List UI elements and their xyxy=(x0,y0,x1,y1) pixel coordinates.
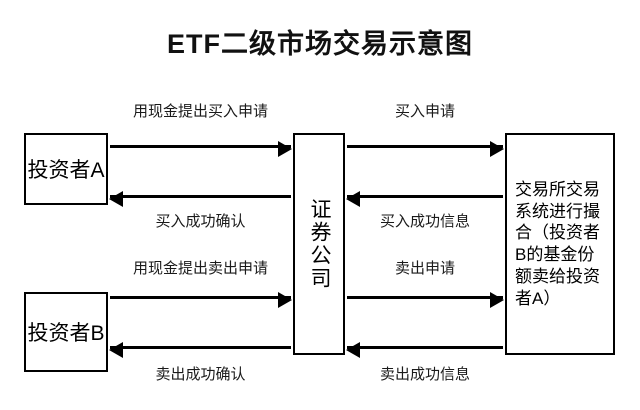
node-investor-a: 投资者A xyxy=(24,133,108,205)
arrow-exchange-to-broker-sell xyxy=(346,342,503,358)
label-broker-to-investor-a: 买入成功确认 xyxy=(155,213,246,230)
node-investor-b: 投资者B xyxy=(24,292,108,372)
node-exchange-label: 交易所交易系统进行撮合（投资者B的基金份额卖给投资者A） xyxy=(515,179,600,308)
arrow-broker-to-investor-b xyxy=(109,342,291,358)
arrow-broker-to-exchange-buy xyxy=(347,141,504,157)
node-exchange: 交易所交易系统进行撮合（投资者B的基金份额卖给投资者A） xyxy=(505,133,615,355)
label-broker-to-exchange-buy: 买入申请 xyxy=(394,103,455,120)
node-broker: 证券公司 xyxy=(293,133,345,355)
diagram-title: ETF二级市场交易示意图 xyxy=(167,29,473,59)
label-exchange-to-broker-sell: 卖出成功信息 xyxy=(379,366,470,383)
label-exchange-to-broker-buy: 买入成功信息 xyxy=(379,213,470,230)
arrow-broker-to-exchange-sell xyxy=(347,292,504,308)
arrow-broker-to-investor-a xyxy=(109,191,291,207)
node-investor-b-label: 投资者B xyxy=(27,322,105,345)
node-broker-label: 证券公司 xyxy=(308,198,332,290)
label-broker-to-investor-b: 卖出成功确认 xyxy=(155,366,246,383)
node-investor-a-label: 投资者A xyxy=(27,159,105,182)
arrow-investor-a-to-broker xyxy=(110,141,292,157)
arrow-investor-b-to-broker xyxy=(110,292,292,308)
label-investor-a-to-broker: 用现金提出买入申请 xyxy=(132,103,268,120)
label-broker-to-exchange-sell: 卖出申请 xyxy=(394,260,455,277)
arrow-exchange-to-broker-buy xyxy=(346,191,503,207)
label-investor-b-to-broker: 用现金提出卖出申请 xyxy=(132,260,268,277)
